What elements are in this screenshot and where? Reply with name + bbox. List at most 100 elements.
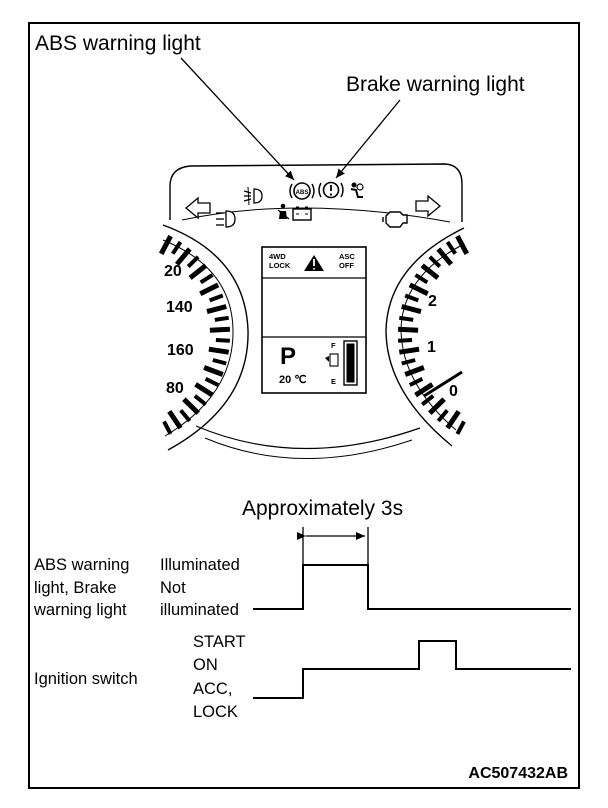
- cluster-bottom-line: [195, 425, 421, 450]
- tachometer-tick: [401, 358, 416, 366]
- tachometer-ticks: [397, 234, 470, 435]
- timing-chart: Approximately 3s ABS warning light, Brak…: [33, 497, 571, 721]
- tachometer-tick: [455, 420, 466, 435]
- ignition-state-label: START: [193, 633, 246, 651]
- abs-icon-text: ABS: [296, 190, 309, 196]
- speedometer-inner-ring: [162, 239, 234, 437]
- tachometer-tick: [445, 240, 457, 255]
- speedometer-tick: [199, 282, 220, 297]
- multi-info-display: 4WD LOCK ASC OFF P 20 ℃ F E: [261, 246, 367, 394]
- lcd-fuel-full: F: [331, 341, 336, 350]
- lcd-fuel-empty: E: [331, 377, 336, 386]
- speedometer-tick: [182, 397, 200, 415]
- speedometer-tick: [167, 410, 183, 430]
- left-turn-signal-icon: [184, 196, 211, 220]
- check-engine-icon: [382, 211, 408, 228]
- tachometer-tick: [404, 365, 425, 377]
- figure-code: AC507432AB: [468, 765, 568, 782]
- tachometer-tick: [436, 409, 449, 423]
- cluster-hood-inner: [181, 207, 451, 223]
- ignition-state-label: ACC,: [193, 680, 232, 698]
- speedometer-tick: [188, 263, 208, 280]
- tachometer-tick: [414, 273, 429, 285]
- tachometer-needle: [423, 370, 463, 398]
- tacho-tick-label: 0: [449, 383, 458, 400]
- brake-warning-icon: [318, 181, 344, 199]
- duration-label: Approximately 3s: [242, 497, 403, 520]
- tachometer-tick: [399, 315, 414, 322]
- ignition-state-label: LOCK: [193, 703, 238, 721]
- warning-state-label: Not: [160, 579, 186, 597]
- airbag-warning-icon: [350, 182, 364, 198]
- brake-warning-light-label: Brake warning light: [346, 73, 525, 96]
- speedometer-tick: [186, 255, 200, 269]
- abs-leader-line: [180, 57, 295, 181]
- speed-tick-label: 160: [167, 342, 194, 359]
- speedometer-tick: [194, 382, 214, 398]
- fuel-pump-icon: [325, 353, 339, 367]
- tachometer-bezel: [385, 227, 465, 447]
- right-turn-signal-icon: [415, 194, 442, 218]
- ignition-switch-waveform: [253, 640, 571, 699]
- speedometer-tick: [158, 234, 173, 255]
- tacho-tick-label: 2: [428, 293, 437, 310]
- speedometer-ticks: [158, 234, 231, 435]
- tachometer-tick: [420, 263, 440, 280]
- speedometer-tick: [212, 358, 227, 366]
- lcd-off-text: OFF: [339, 261, 354, 270]
- warning-signal-label: ABS warning: [34, 556, 129, 574]
- tachometer-tick: [436, 247, 454, 266]
- speed-tick-label: 80: [166, 380, 184, 397]
- lcd-asc-text: ASC: [339, 252, 355, 261]
- speedometer-tick: [208, 346, 230, 355]
- cluster-hood-outline: [169, 163, 463, 222]
- speedometer-tick: [214, 315, 229, 322]
- speedometer-tick: [171, 240, 183, 255]
- headlight-icon: [216, 210, 236, 228]
- speedometer-tick: [193, 394, 208, 407]
- tachometer-tick: [445, 410, 461, 430]
- warning-signal-label: warning light: [33, 601, 127, 619]
- lcd-4wd-text: 4WD: [269, 252, 286, 261]
- speedometer-tick: [203, 365, 224, 377]
- speedometer-tick: [199, 273, 214, 285]
- warning-state-label: Illuminated: [160, 556, 240, 574]
- fog-light-icon: [243, 186, 263, 206]
- speedometer-tick: [209, 326, 231, 333]
- brake-leader-line: [335, 99, 401, 179]
- instrument-cluster: 20 140 160 80 2 1 0: [158, 163, 470, 459]
- speedometer-tick: [215, 338, 231, 343]
- tachometer-tick: [397, 338, 413, 343]
- speed-tick-label: 140: [166, 299, 193, 316]
- speedometer-tick: [174, 247, 192, 266]
- abs-warning-icon: ABS: [289, 182, 315, 200]
- warning-state-label: illuminated: [160, 601, 239, 619]
- lcd-gear-position: P: [280, 343, 296, 370]
- tachometer-tick: [420, 394, 435, 407]
- tacho-tick-label: 1: [427, 339, 436, 356]
- abs-warning-light-label: ABS warning light: [35, 32, 201, 55]
- speedometer-bezel: [162, 224, 249, 451]
- tachometer-tick: [408, 377, 424, 387]
- tachometer-tick: [428, 397, 446, 415]
- warning-signal-label: light, Brake: [34, 579, 117, 597]
- lcd-outside-temperature: 20 ℃: [279, 374, 307, 386]
- tachometer-tick: [408, 282, 429, 297]
- speedometer-tick: [179, 409, 192, 423]
- speedometer-tick: [162, 420, 173, 435]
- seatbelt-warning-icon: [277, 203, 290, 220]
- tachometer-tick: [428, 255, 442, 269]
- tachometer-tick: [401, 304, 422, 315]
- speedometer-tick: [206, 304, 227, 315]
- battery-charge-icon: [292, 206, 312, 221]
- tachometer-tick: [455, 234, 470, 255]
- tachometer-tick: [398, 346, 420, 355]
- tachometer-tick: [404, 293, 420, 303]
- speed-tick-label: 20: [164, 263, 182, 280]
- lcd-lock-text: LOCK: [269, 261, 291, 270]
- cluster-bottom-line-2: [204, 437, 413, 459]
- speedometer-tick: [208, 293, 224, 303]
- ignition-signal-label: Ignition switch: [34, 670, 138, 688]
